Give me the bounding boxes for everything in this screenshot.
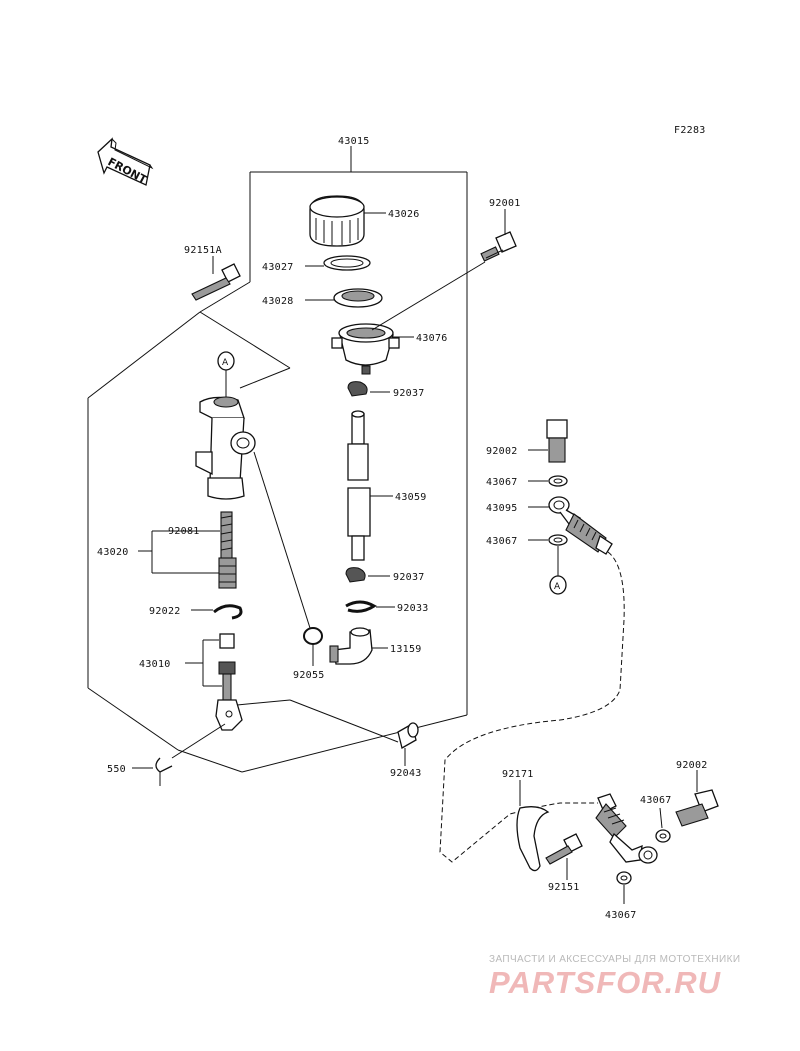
label-92081: 92081 [168, 526, 200, 537]
svg-text:A: A [554, 582, 561, 592]
reservoir-body [331, 323, 400, 375]
label-43010: 43010 [139, 659, 171, 670]
banjo-bolt-lower [675, 789, 719, 827]
label-92055: 92055 [293, 670, 325, 681]
gasket-washer-1 [548, 475, 568, 487]
label-43020: 43020 [97, 547, 129, 558]
label-43067c: 43067 [640, 795, 672, 806]
clevis-pin [397, 722, 419, 749]
label-43067d: 43067 [605, 910, 637, 921]
label-92151: 92151 [548, 882, 580, 893]
label-92043: 92043 [390, 768, 422, 779]
label-43059: 43059 [395, 492, 427, 503]
label-43027: 43027 [262, 262, 294, 273]
label-43067b: 43067 [486, 536, 518, 547]
gasket-washer-4 [616, 871, 632, 885]
label-13159: 13159 [390, 644, 422, 655]
diaphragm-plate [323, 255, 371, 271]
label-92037a: 92037 [393, 388, 425, 399]
label-43026: 43026 [388, 209, 420, 220]
figure-code: F2283 [674, 125, 706, 136]
gasket-washer-3 [655, 829, 671, 843]
banjo-bolt-upper [546, 419, 568, 463]
label-92171: 92171 [502, 769, 534, 780]
watermark-brand: PARTSFOR.RU [489, 965, 722, 1000]
hose-end-fitting [595, 793, 658, 864]
hose-clamp-lower [345, 567, 366, 583]
reservoir-cap [309, 195, 365, 247]
label-550: 550 [107, 764, 126, 775]
cotter-pin [155, 757, 173, 786]
reservoir-hose [347, 410, 371, 561]
label-43028: 43028 [262, 296, 294, 307]
label-92002a: 92002 [486, 446, 518, 457]
label-92037b: 92037 [393, 572, 425, 583]
front-arrow-icon: FRONT [97, 137, 154, 187]
hose-clamp-upper [347, 381, 368, 397]
diaphragm [333, 288, 383, 308]
retaining-ring [345, 600, 377, 613]
label-43095: 43095 [486, 503, 518, 514]
piston-cup [218, 557, 237, 589]
label-92001: 92001 [489, 198, 521, 209]
master-cylinder-body [195, 396, 256, 500]
hose-bracket [516, 806, 550, 872]
hose-connector [329, 627, 373, 665]
gasket-washer-2 [548, 534, 568, 546]
circlip [213, 604, 243, 620]
label-92022: 92022 [149, 606, 181, 617]
ref-marker-a-upper: A [217, 351, 235, 371]
banjo-bolt [480, 231, 517, 262]
push-rod-assembly [215, 633, 243, 731]
bracket-bolt [545, 833, 583, 865]
label-43067a: 43067 [486, 477, 518, 488]
assembly-outline [87, 146, 468, 773]
watermark-tagline: ЗАПЧАСТИ И АКСЕССУАРЫ ДЛЯ МОТОТЕХНИКИ [489, 954, 740, 965]
label-92002b: 92002 [676, 760, 708, 771]
o-ring [303, 627, 323, 645]
label-92033: 92033 [397, 603, 429, 614]
ref-marker-a-lower: A [549, 575, 567, 595]
mounting-bolt [191, 263, 241, 301]
label-43076: 43076 [416, 333, 448, 344]
svg-text:A: A [222, 358, 229, 368]
label-92151a: 92151A [184, 245, 222, 256]
banjo-fitting [548, 496, 613, 555]
return-spring [220, 511, 233, 561]
label-43015: 43015 [338, 136, 370, 147]
